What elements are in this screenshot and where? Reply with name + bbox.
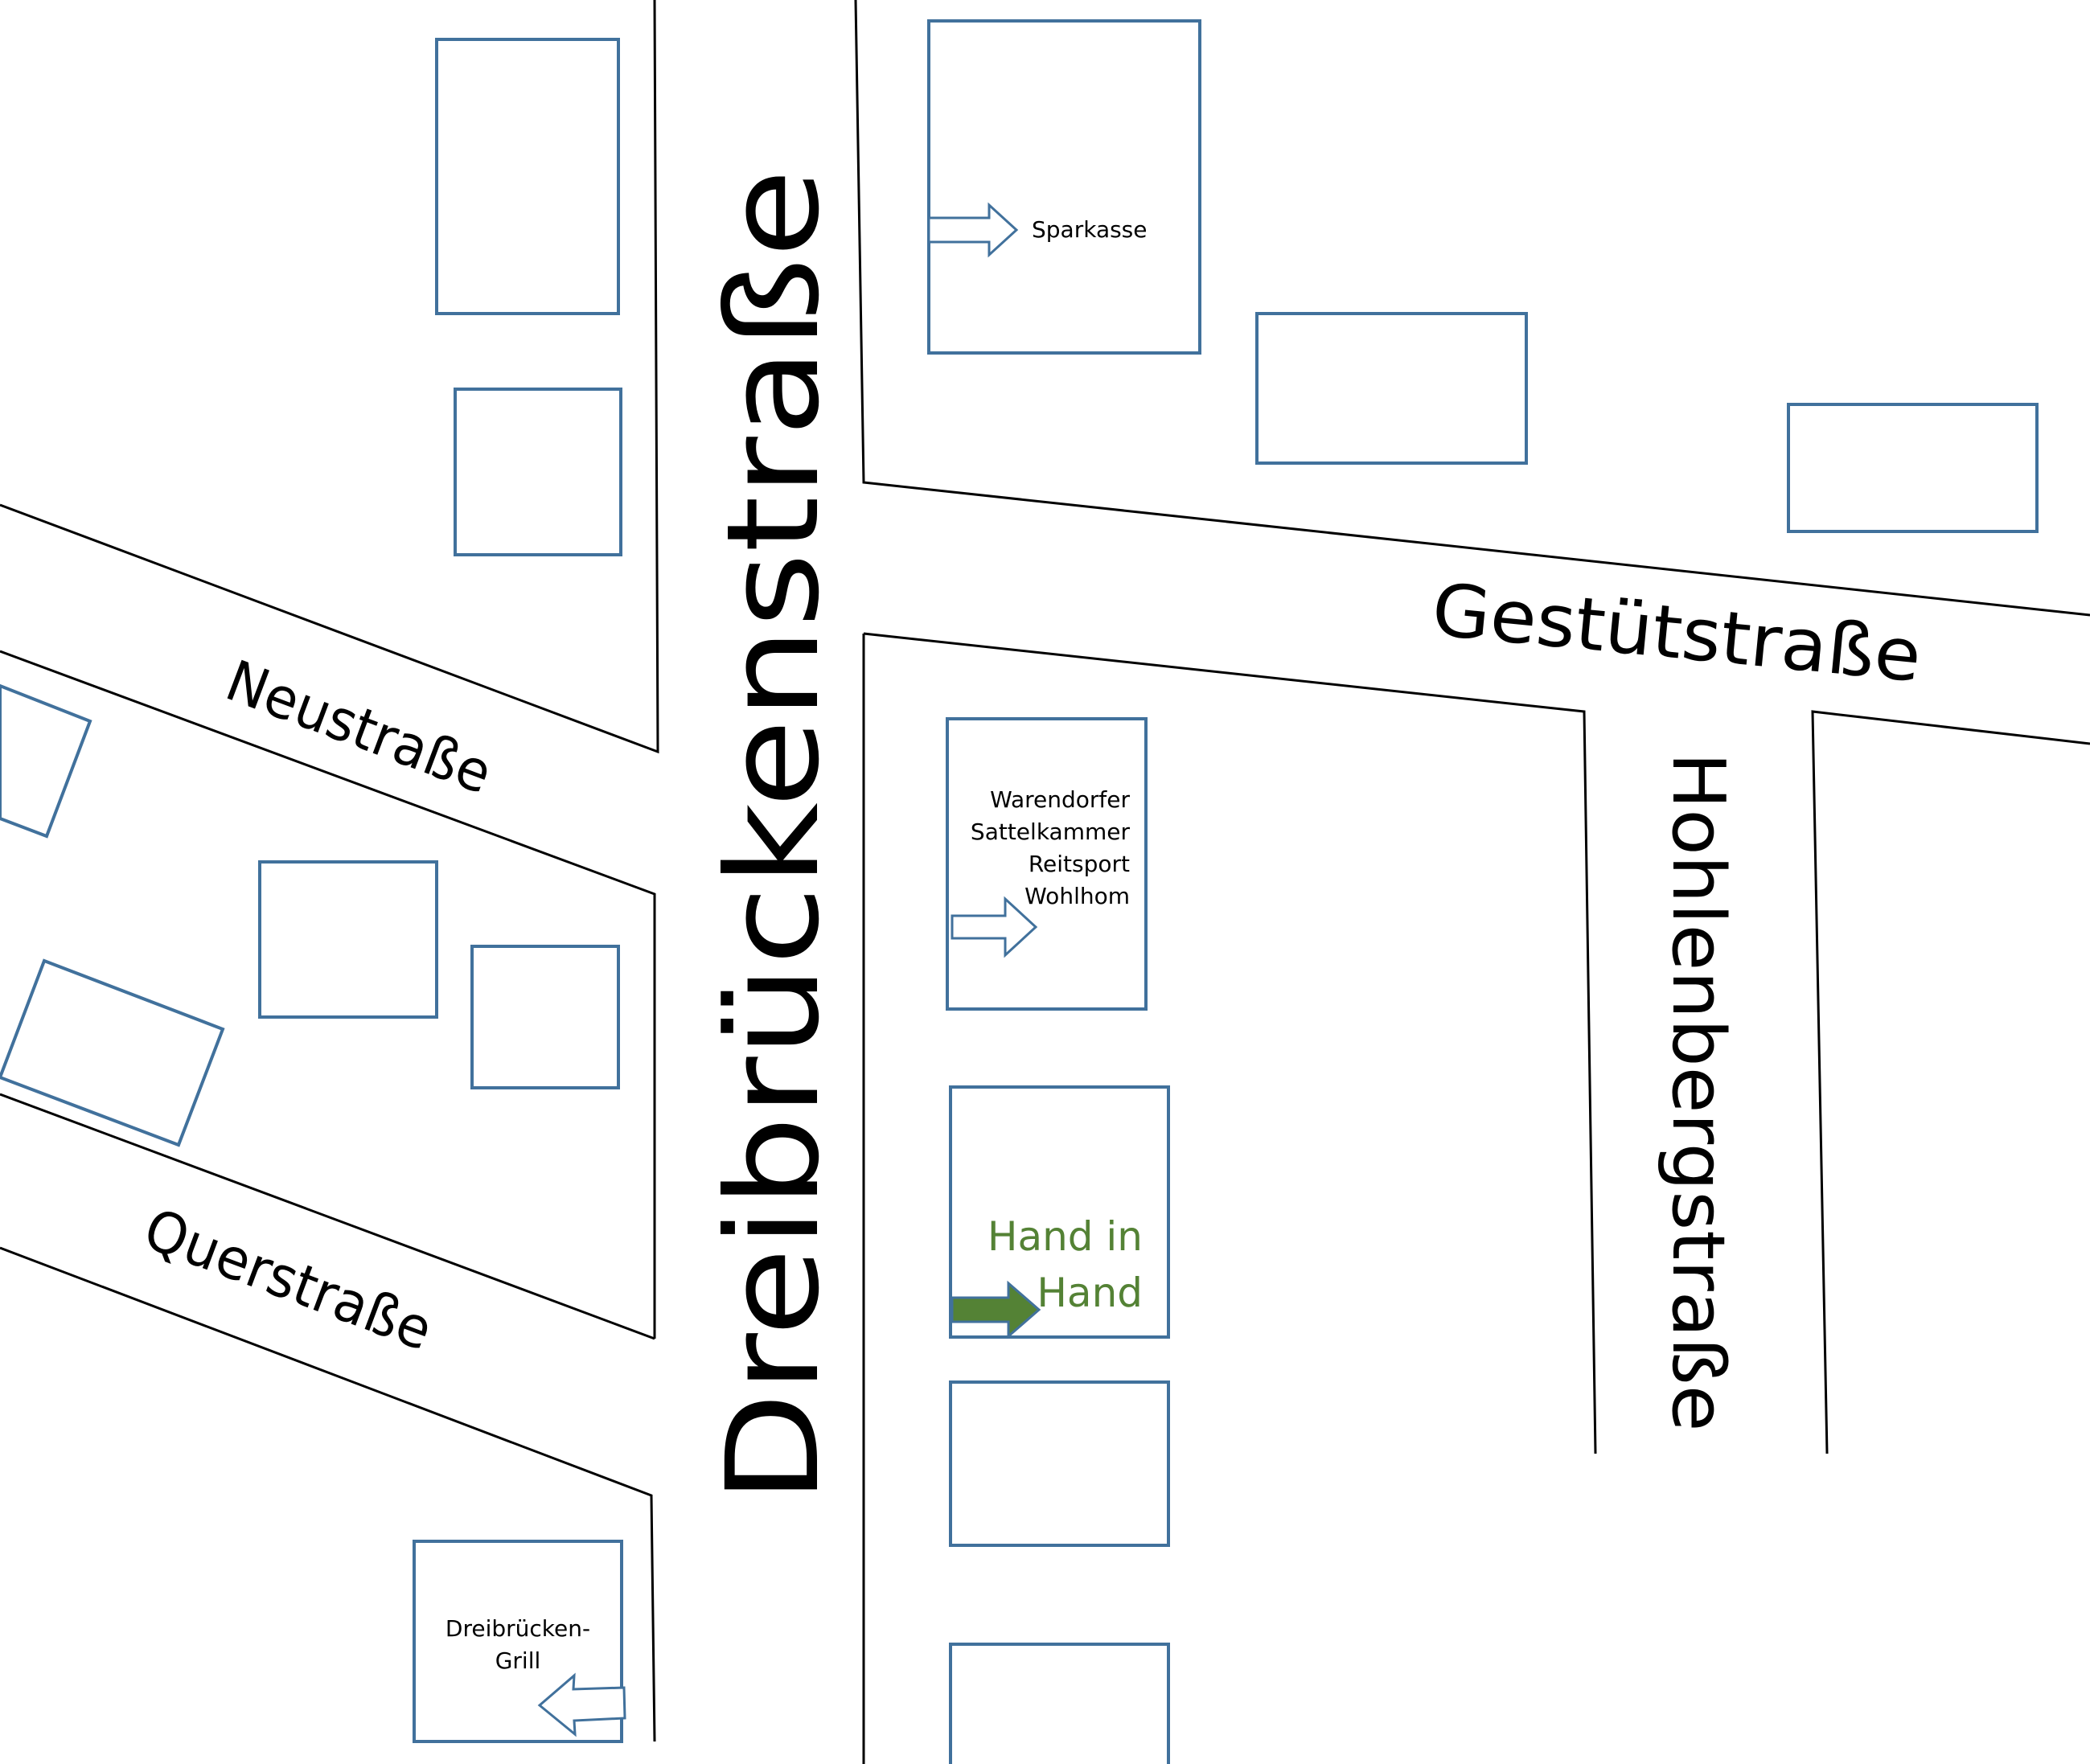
building-sparkasse (927, 19, 1201, 355)
neustrasse-label: Neustraße (218, 647, 501, 806)
querstrasse-label: Querstraße (136, 1196, 441, 1364)
grill-label-line-1: Dreibrücken- (446, 1615, 590, 1642)
warendorfer-entrance-arrow-icon (951, 896, 1038, 958)
warendorfer-label-line-2: Sattelkammer (971, 818, 1131, 845)
building (435, 38, 620, 315)
building-hand-in-hand (949, 1085, 1170, 1339)
building (0, 958, 225, 1147)
neustrasse-north-edge (0, 0, 659, 754)
dreibrueckenstrasse-label: Dreibrückenstraße (700, 169, 848, 1504)
building (1255, 312, 1528, 465)
warendorfer-label: Warendorfer Sattelkammer Reitsport Wohlh… (971, 786, 1131, 909)
hand-in-hand-label-line-2: Hand (1037, 1270, 1143, 1316)
querstrasse-south-edge (0, 1246, 656, 1742)
building (470, 945, 620, 1089)
gestuetstrasse-south-edge (863, 632, 1597, 1454)
hand-in-hand-label: Hand in Hand (988, 1213, 1143, 1316)
warendorfer-label-line-4: Wohlhom (1024, 883, 1130, 909)
gestuetstrasse-label: Gestütstraße (1428, 568, 1924, 699)
sparkasse-label: Sparkasse (1032, 216, 1148, 243)
hohlenbergstrasse-east-edge (1811, 710, 2090, 1454)
querstrasse-north-edge (0, 1093, 655, 1340)
building (454, 388, 622, 556)
warendorfer-label-line-3: Reitsport (1029, 851, 1130, 877)
building-dreibruecken-grill (413, 1540, 623, 1743)
grill-entrance-arrow-icon (537, 1672, 626, 1737)
entrance-arrows (537, 202, 1041, 1737)
grill-label-line-2: Grill (495, 1647, 541, 1674)
building-warendorfer (946, 717, 1148, 1011)
building (258, 860, 438, 1019)
sparkasse-entrance-arrow-icon (927, 202, 1019, 258)
hand-in-hand-label-line-1: Hand in (988, 1213, 1143, 1260)
hohlenbergstrasse-label: Hohlenbergstraße (1656, 753, 1740, 1432)
building (1787, 403, 2039, 533)
neustrasse-south-edge (0, 650, 656, 1339)
building (949, 1643, 1170, 1764)
dreibrueckenstrasse-east-edge-north (854, 0, 2090, 617)
building (0, 683, 92, 839)
warendorfer-label-line-1: Warendorfer (990, 786, 1130, 813)
grill-label: Dreibrücken- Grill (446, 1615, 590, 1674)
building (949, 1380, 1170, 1547)
hand-in-hand-entrance-arrow-icon (951, 1280, 1041, 1339)
place-labels: Sparkasse Warendorfer Sattelkammer Reits… (446, 216, 1148, 1674)
buildings (0, 19, 2039, 1764)
